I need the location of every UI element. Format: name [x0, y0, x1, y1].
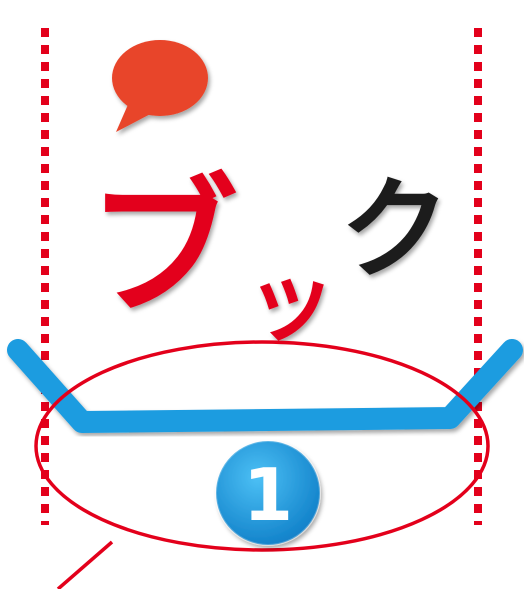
beat-count-label: 1 [243, 453, 293, 537]
kana-bu: ブ [88, 162, 238, 336]
highlight-ellipse [34, 340, 490, 552]
kana-ku: ク [340, 166, 450, 294]
beat-count-badge [215, 440, 321, 546]
beat-bracket [7, 339, 523, 433]
kana-small-tsu: ッ [246, 249, 336, 354]
speech-bubble-icon [112, 40, 208, 132]
callout-line [56, 540, 114, 589]
